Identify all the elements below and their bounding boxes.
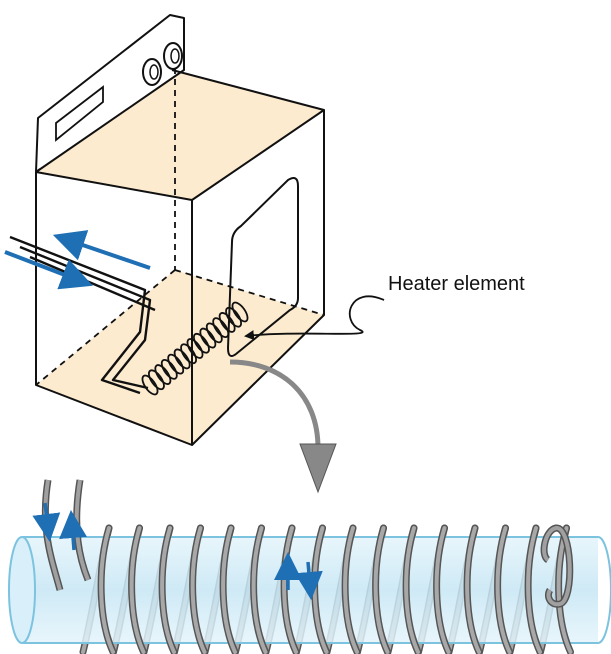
coil-loop bbox=[154, 364, 172, 385]
coil-strand bbox=[495, 526, 512, 654]
coil-loop bbox=[218, 312, 236, 333]
coil-strand bbox=[99, 526, 115, 654]
coil-loop bbox=[148, 369, 165, 391]
coil-strand bbox=[160, 526, 176, 654]
coil-strand bbox=[129, 526, 146, 654]
coil-loop bbox=[205, 322, 223, 344]
current-arrow-icon bbox=[294, 561, 323, 600]
coil-strand bbox=[282, 526, 298, 654]
coil-loop bbox=[167, 353, 185, 375]
coil-strand bbox=[221, 526, 237, 654]
current-arrow-icon bbox=[32, 502, 61, 542]
control-panel bbox=[35, 14, 185, 173]
callout-leader-line bbox=[244, 295, 385, 341]
cabinet-outline bbox=[35, 69, 325, 446]
enlarged-heater-element bbox=[8, 479, 611, 654]
control-panel-window bbox=[55, 85, 104, 142]
heater-element-label: Heater element bbox=[388, 273, 525, 295]
dryer-cabinet bbox=[35, 14, 325, 446]
cabinet-floor bbox=[36, 270, 324, 445]
coil-front-strands bbox=[97, 524, 574, 654]
airflow-arrows bbox=[4, 230, 151, 290]
coil-loop bbox=[186, 338, 204, 359]
coil-strand bbox=[251, 526, 268, 654]
heater-element-callout: Heater element bbox=[244, 273, 525, 341]
current-arrow-icon bbox=[59, 510, 88, 551]
coil-lead-wires bbox=[41, 479, 574, 608]
coil-strand bbox=[434, 526, 451, 654]
coil-strand bbox=[190, 526, 207, 654]
hidden-edges bbox=[35, 68, 325, 386]
coil-strand bbox=[465, 526, 481, 654]
cabinet-top-face bbox=[36, 70, 324, 200]
coil-loop bbox=[173, 348, 191, 370]
dryer-door bbox=[226, 177, 299, 357]
coil-strand bbox=[343, 526, 359, 654]
coil-loop bbox=[231, 301, 249, 323]
double-arrow-icon bbox=[52, 230, 151, 270]
coil-strand bbox=[526, 526, 542, 654]
coil-loop bbox=[199, 327, 217, 349]
control-knob-icon bbox=[142, 58, 162, 86]
coil-loop bbox=[180, 343, 197, 365]
coil-loop bbox=[225, 306, 242, 328]
coil-loop bbox=[141, 374, 159, 396]
double-arrow-icon bbox=[4, 250, 93, 290]
coil-loop bbox=[212, 317, 230, 338]
coil-strand bbox=[404, 526, 420, 654]
coil-strand bbox=[373, 526, 390, 654]
heater-coil-small bbox=[141, 301, 249, 396]
coil-loop bbox=[160, 359, 178, 380]
control-knob-icon bbox=[163, 42, 183, 70]
current-arrows bbox=[32, 502, 323, 600]
coil-loop bbox=[193, 332, 210, 354]
curved-arrow-icon bbox=[229, 359, 337, 494]
